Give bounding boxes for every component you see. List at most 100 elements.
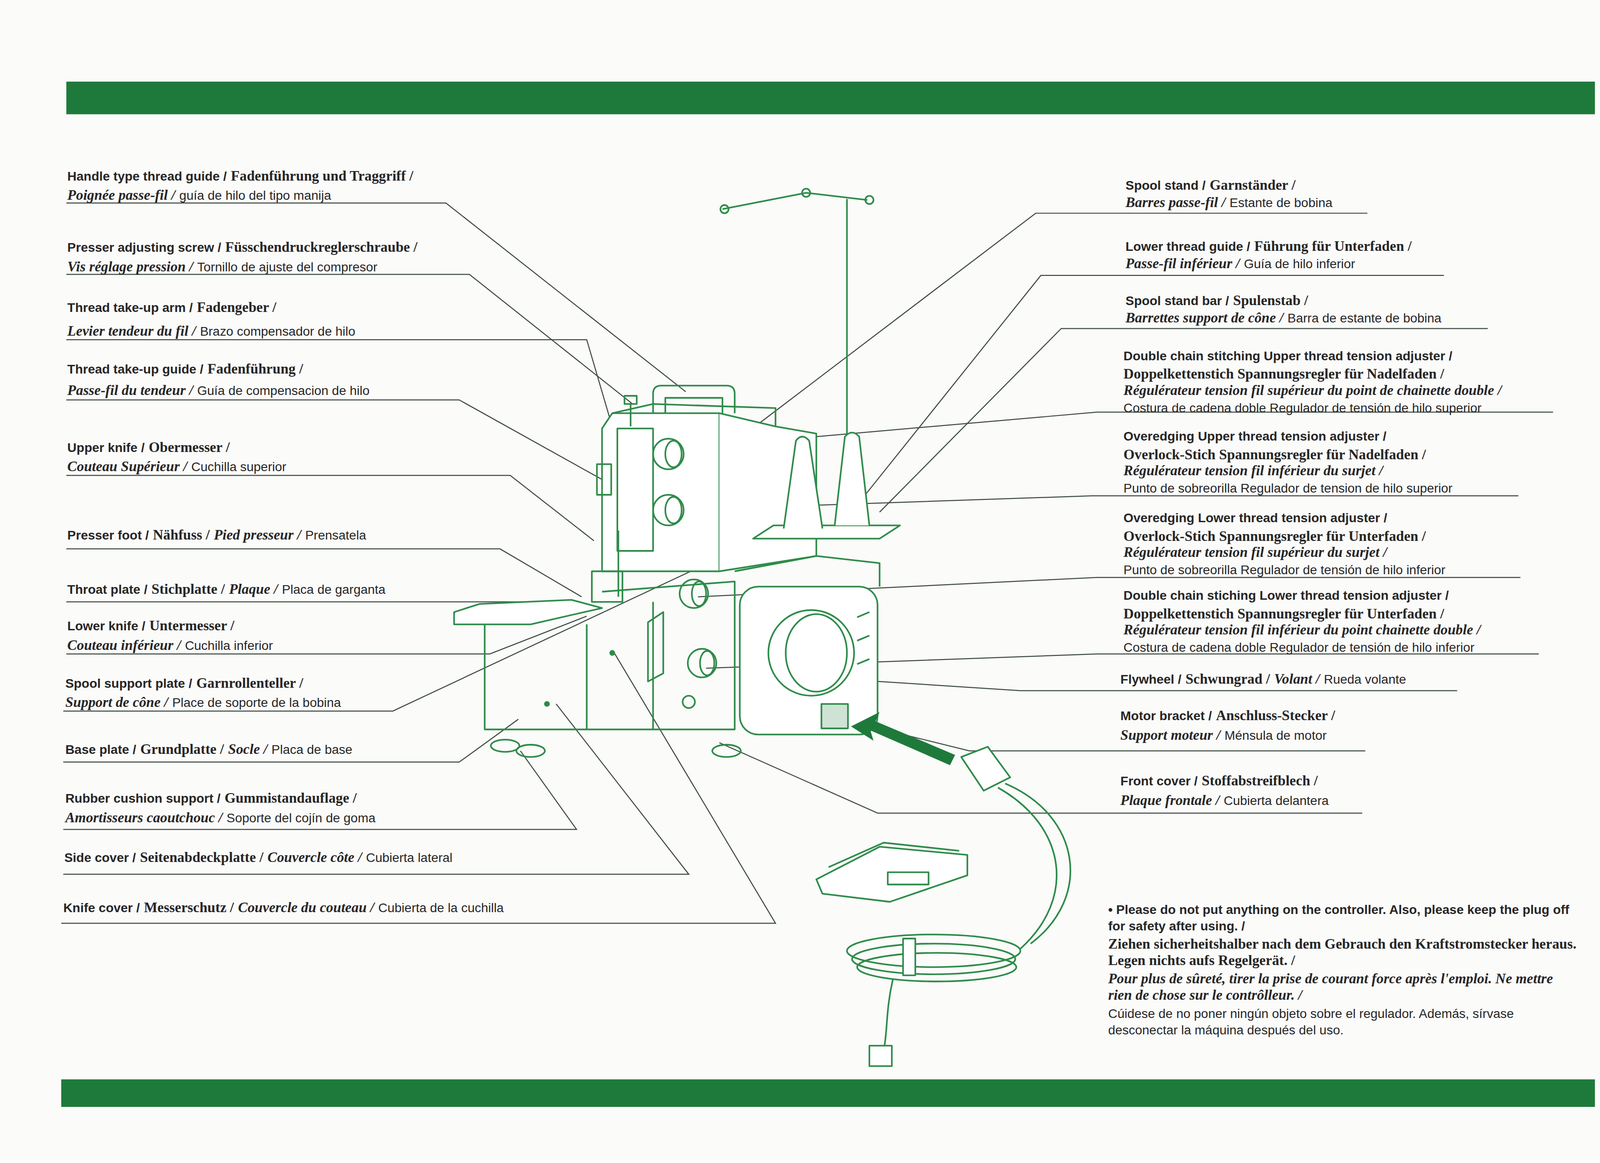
part-callout: Motor bracket /Anschluss-Stecker /Suppor… (1120, 706, 1340, 746)
screw (609, 651, 615, 656)
part-name: Spool stand bar / (1125, 293, 1230, 308)
part-name: Socle / (228, 741, 268, 758)
leader-line (719, 742, 1363, 814)
throat-plate (453, 599, 602, 625)
callout-line: Double chain stiching Lower thread tensi… (1123, 586, 1486, 605)
part-name: Füsschendruckreglerschraube / (225, 239, 418, 256)
part-name: Fadenführung / (207, 361, 304, 377)
rubber-foot (490, 740, 520, 753)
part-callout: Spool support plate /Garnrollenteller /S… (65, 673, 345, 713)
tension-dial (652, 438, 684, 470)
cord-coil (846, 934, 1021, 968)
part-name: Anschluss-Stecker / (1215, 708, 1335, 724)
part-name: Rueda volante (1323, 672, 1407, 687)
part-name: Side cover / (64, 851, 136, 866)
part-name: Couvercle du couteau / (238, 900, 375, 916)
motor-housing (740, 586, 878, 735)
part-name: Schwungrad / (1185, 671, 1270, 688)
callout-line: Régulérateur tension fil inférieur du su… (1123, 462, 1457, 480)
callout-line: Punto de sobreorilla Regulador de tensió… (1123, 560, 1450, 579)
part-name: Lower knife / (67, 619, 146, 634)
rubber-foot (712, 745, 741, 758)
part-name: Messerschutz / (143, 900, 234, 916)
part-name: Doppelkettenstich Spannungsregler für Na… (1123, 365, 1445, 382)
part-name: Guía de hilo inferior (1243, 257, 1356, 272)
right-deck (734, 556, 880, 587)
callout-line: Amortisseurs caoutchouc /Soporte del coj… (65, 808, 380, 829)
part-name: guía de hilo del tipo manija (179, 188, 332, 204)
plug-arrow (850, 712, 955, 766)
part-name: Führung für Unterfaden / (1254, 238, 1412, 255)
leader-line (66, 400, 602, 480)
part-name: Régulérateur tension fil inférieur du su… (1123, 463, 1384, 480)
part-name: Costura de cadena doble Regulador de ten… (1123, 640, 1475, 655)
callout-line: Lower thread guide /Führung für Unterfad… (1125, 237, 1416, 256)
part-callout: Throat plate /Stichplatte /Plaque /Placa… (67, 579, 390, 600)
callout-line: Overedging Lower thread tension adjuster… (1123, 509, 1450, 527)
part-name: Flywheel / (1120, 672, 1182, 687)
callout-line: Flywheel /Schwungrad /Volant /Rueda vola… (1120, 669, 1411, 689)
part-name: Seitenabdeckplatte / (140, 849, 264, 866)
leader-line (879, 328, 1488, 513)
part-name: Couvercle côte / (267, 849, 362, 866)
callout-line: Knife cover /Messerschutz /Couvercle du … (63, 897, 508, 918)
part-callout: Knife cover /Messerschutz /Couvercle du … (63, 897, 508, 918)
socket (821, 703, 848, 729)
callout-line: Motor bracket /Anschluss-Stecker / (1120, 706, 1340, 726)
part-callout: Rubber cushion support /Gummistandauflag… (65, 788, 380, 828)
part-name: Régulérateur tension fil supérieur du su… (1123, 544, 1388, 561)
part-name: Stichplatte / (151, 581, 225, 598)
cord-tie (902, 938, 916, 976)
part-name: Pied presseur / (213, 527, 302, 543)
callout-line: Lower knife /Untermesser / (67, 616, 277, 636)
part-name: Vis réglage pression / (67, 259, 194, 275)
adjusting-screw (624, 396, 637, 405)
part-name: Barres passe-fil / (1125, 194, 1226, 211)
part-callout: Handle type thread guide /Fadenführung u… (67, 166, 418, 206)
part-name: Estante de bobina (1229, 195, 1333, 210)
part-callout: Side cover / Seitenabdeckplatte /Couvercl… (64, 848, 457, 868)
part-callout: Front cover /Stoffabstreifblech /Plaque … (1120, 771, 1333, 811)
part-name: Plaque frontale / (1120, 792, 1220, 809)
callout-line: Punto de sobreorilla Regulador de tensio… (1123, 479, 1457, 497)
part-name: Passe-fil du tendeur / (67, 382, 194, 399)
part-name: Passe-fil inférieur / (1125, 255, 1241, 272)
callout-line: Support de cône /Place de soporte de la … (65, 693, 345, 713)
part-name: Garnrollenteller / (196, 675, 304, 692)
needle-bar (617, 530, 620, 597)
part-name: Poignée passe-fil / (67, 187, 176, 204)
callout-line: Régulérateur tension fil supérieur du po… (1123, 381, 1507, 399)
callout-line: Spool support plate /Garnrollenteller / (65, 673, 345, 693)
face-plate (617, 428, 653, 551)
head-top (612, 404, 776, 427)
part-name: Amortisseurs caoutchouc / (65, 810, 223, 826)
part-name: Placa de base (271, 742, 353, 757)
leader-line (63, 719, 519, 763)
rubber-foot (516, 745, 546, 758)
part-name: Overlock-Stich Spannungsregler für Nadel… (1123, 446, 1427, 463)
part-name: Soporte del cojín de goma (226, 811, 376, 826)
callout-line: Spool stand bar /Spulenstab / (1125, 291, 1446, 310)
part-name: Knife cover / (63, 901, 141, 916)
part-name: Ménsula de motor (1224, 728, 1327, 743)
tension-dial (665, 496, 682, 524)
part-callout: Base plate /Grundplatte /Socle /Placa de… (65, 740, 357, 760)
leader-line (66, 548, 582, 597)
part-callout: Upper knife /Obermesser /Couteau Supérie… (67, 437, 291, 477)
part-name: Motor bracket / (1120, 709, 1212, 724)
part-name: Garnständer / (1209, 177, 1296, 193)
part-name: Costura de cadena doble Regulador de ten… (1123, 400, 1482, 415)
part-name: Doppelkettenstich Spannungsregler für Un… (1123, 605, 1445, 622)
part-name: Gummistandauflage / (224, 791, 357, 807)
thread-cone (834, 432, 870, 526)
part-name: Handle type thread guide / (67, 169, 228, 184)
callout-line: Barres passe-fil /Estante de bobina (1125, 193, 1337, 212)
callout-line: • Please do not put anything on the cont… (1108, 901, 1578, 934)
flywheel (785, 614, 847, 693)
part-name: Guía de compensacion de hilo (197, 383, 370, 398)
vent-slot (857, 612, 870, 618)
thread-cone (783, 436, 823, 529)
part-callout: Thread take-up arm /Fadengeber /Levier t… (67, 296, 360, 344)
panel-seam (652, 602, 655, 730)
tension-dial (665, 440, 682, 468)
